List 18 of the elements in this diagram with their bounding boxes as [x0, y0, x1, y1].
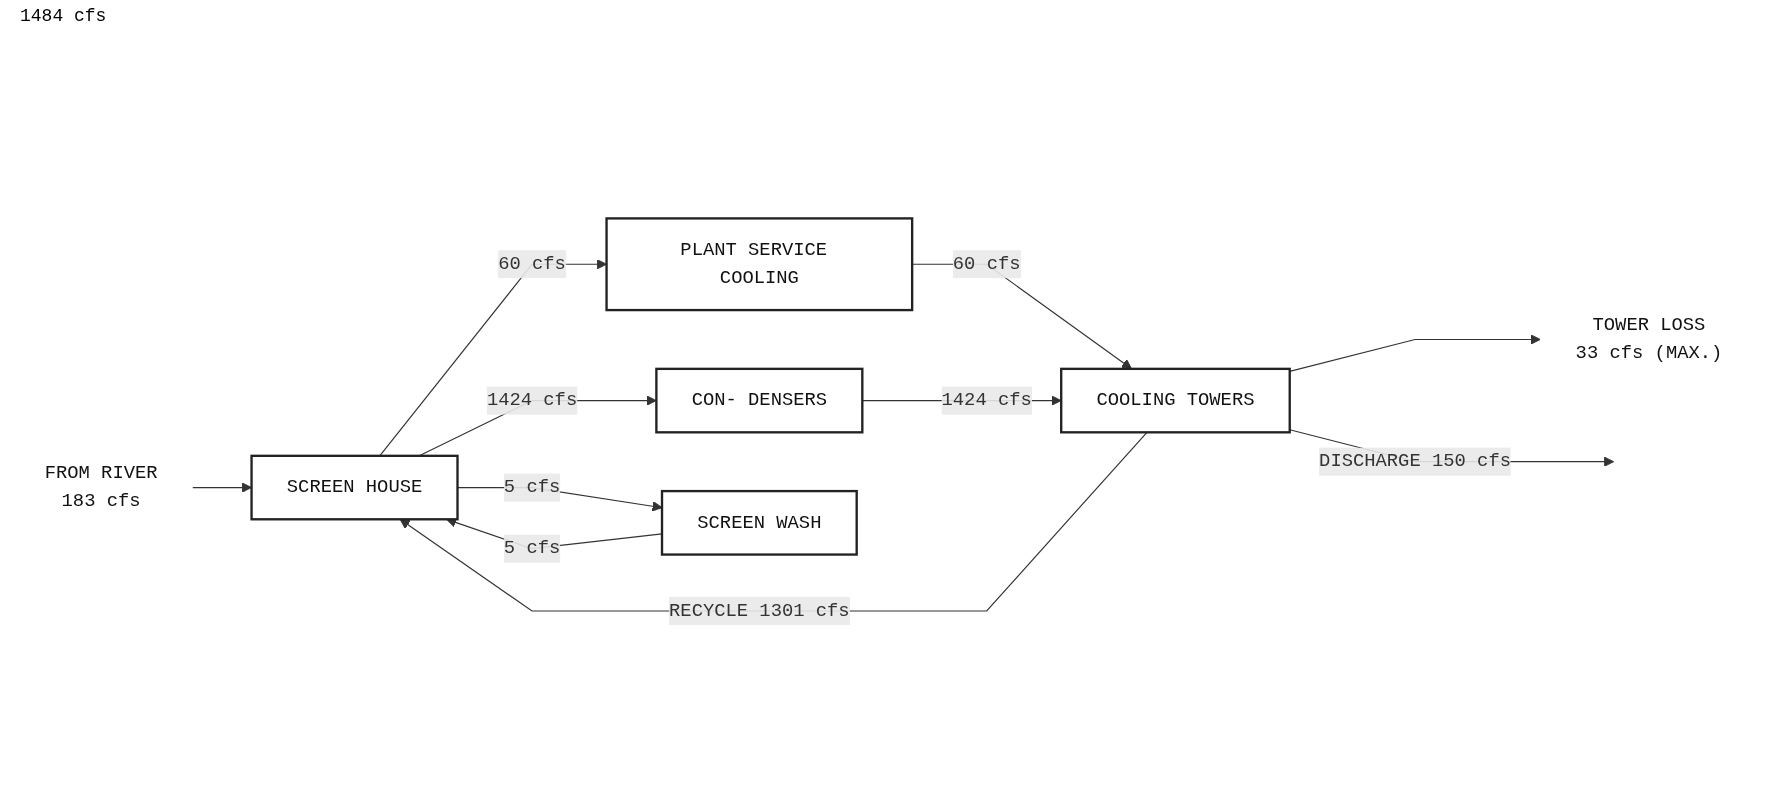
edge-label: 60 cfs — [498, 253, 566, 275]
node-box: SCREEN WASH — [660, 489, 858, 556]
node-text: TOWER LOSS 33 cfs (MAX.) — [1575, 314, 1723, 364]
node-box: SCREEN HOUSE — [250, 454, 459, 521]
edge-label: 1424 cfs — [941, 389, 1032, 411]
edge-label: DISCHARGE 150 cfs — [1319, 450, 1511, 473]
edge-label: 5 cfs — [503, 537, 561, 560]
node-box: COOLING TOWERS — [1060, 367, 1291, 434]
edge-label: RECYCLE 1301 cfs — [669, 600, 850, 622]
edge-label: 1424 cfs — [486, 389, 578, 411]
arrow — [1289, 334, 1541, 372]
node-box: CON- DENSERS — [655, 367, 864, 434]
flow-note: 1484 cfs — [20, 6, 107, 26]
arrow — [192, 482, 252, 493]
node-text: FROM RIVER 183 cfs — [44, 462, 158, 512]
edge-label: 5 cfs — [503, 476, 561, 498]
edge-label: 60 cfs — [952, 253, 1021, 275]
node-box: PLANT SERVICE COOLING — [605, 216, 914, 311]
